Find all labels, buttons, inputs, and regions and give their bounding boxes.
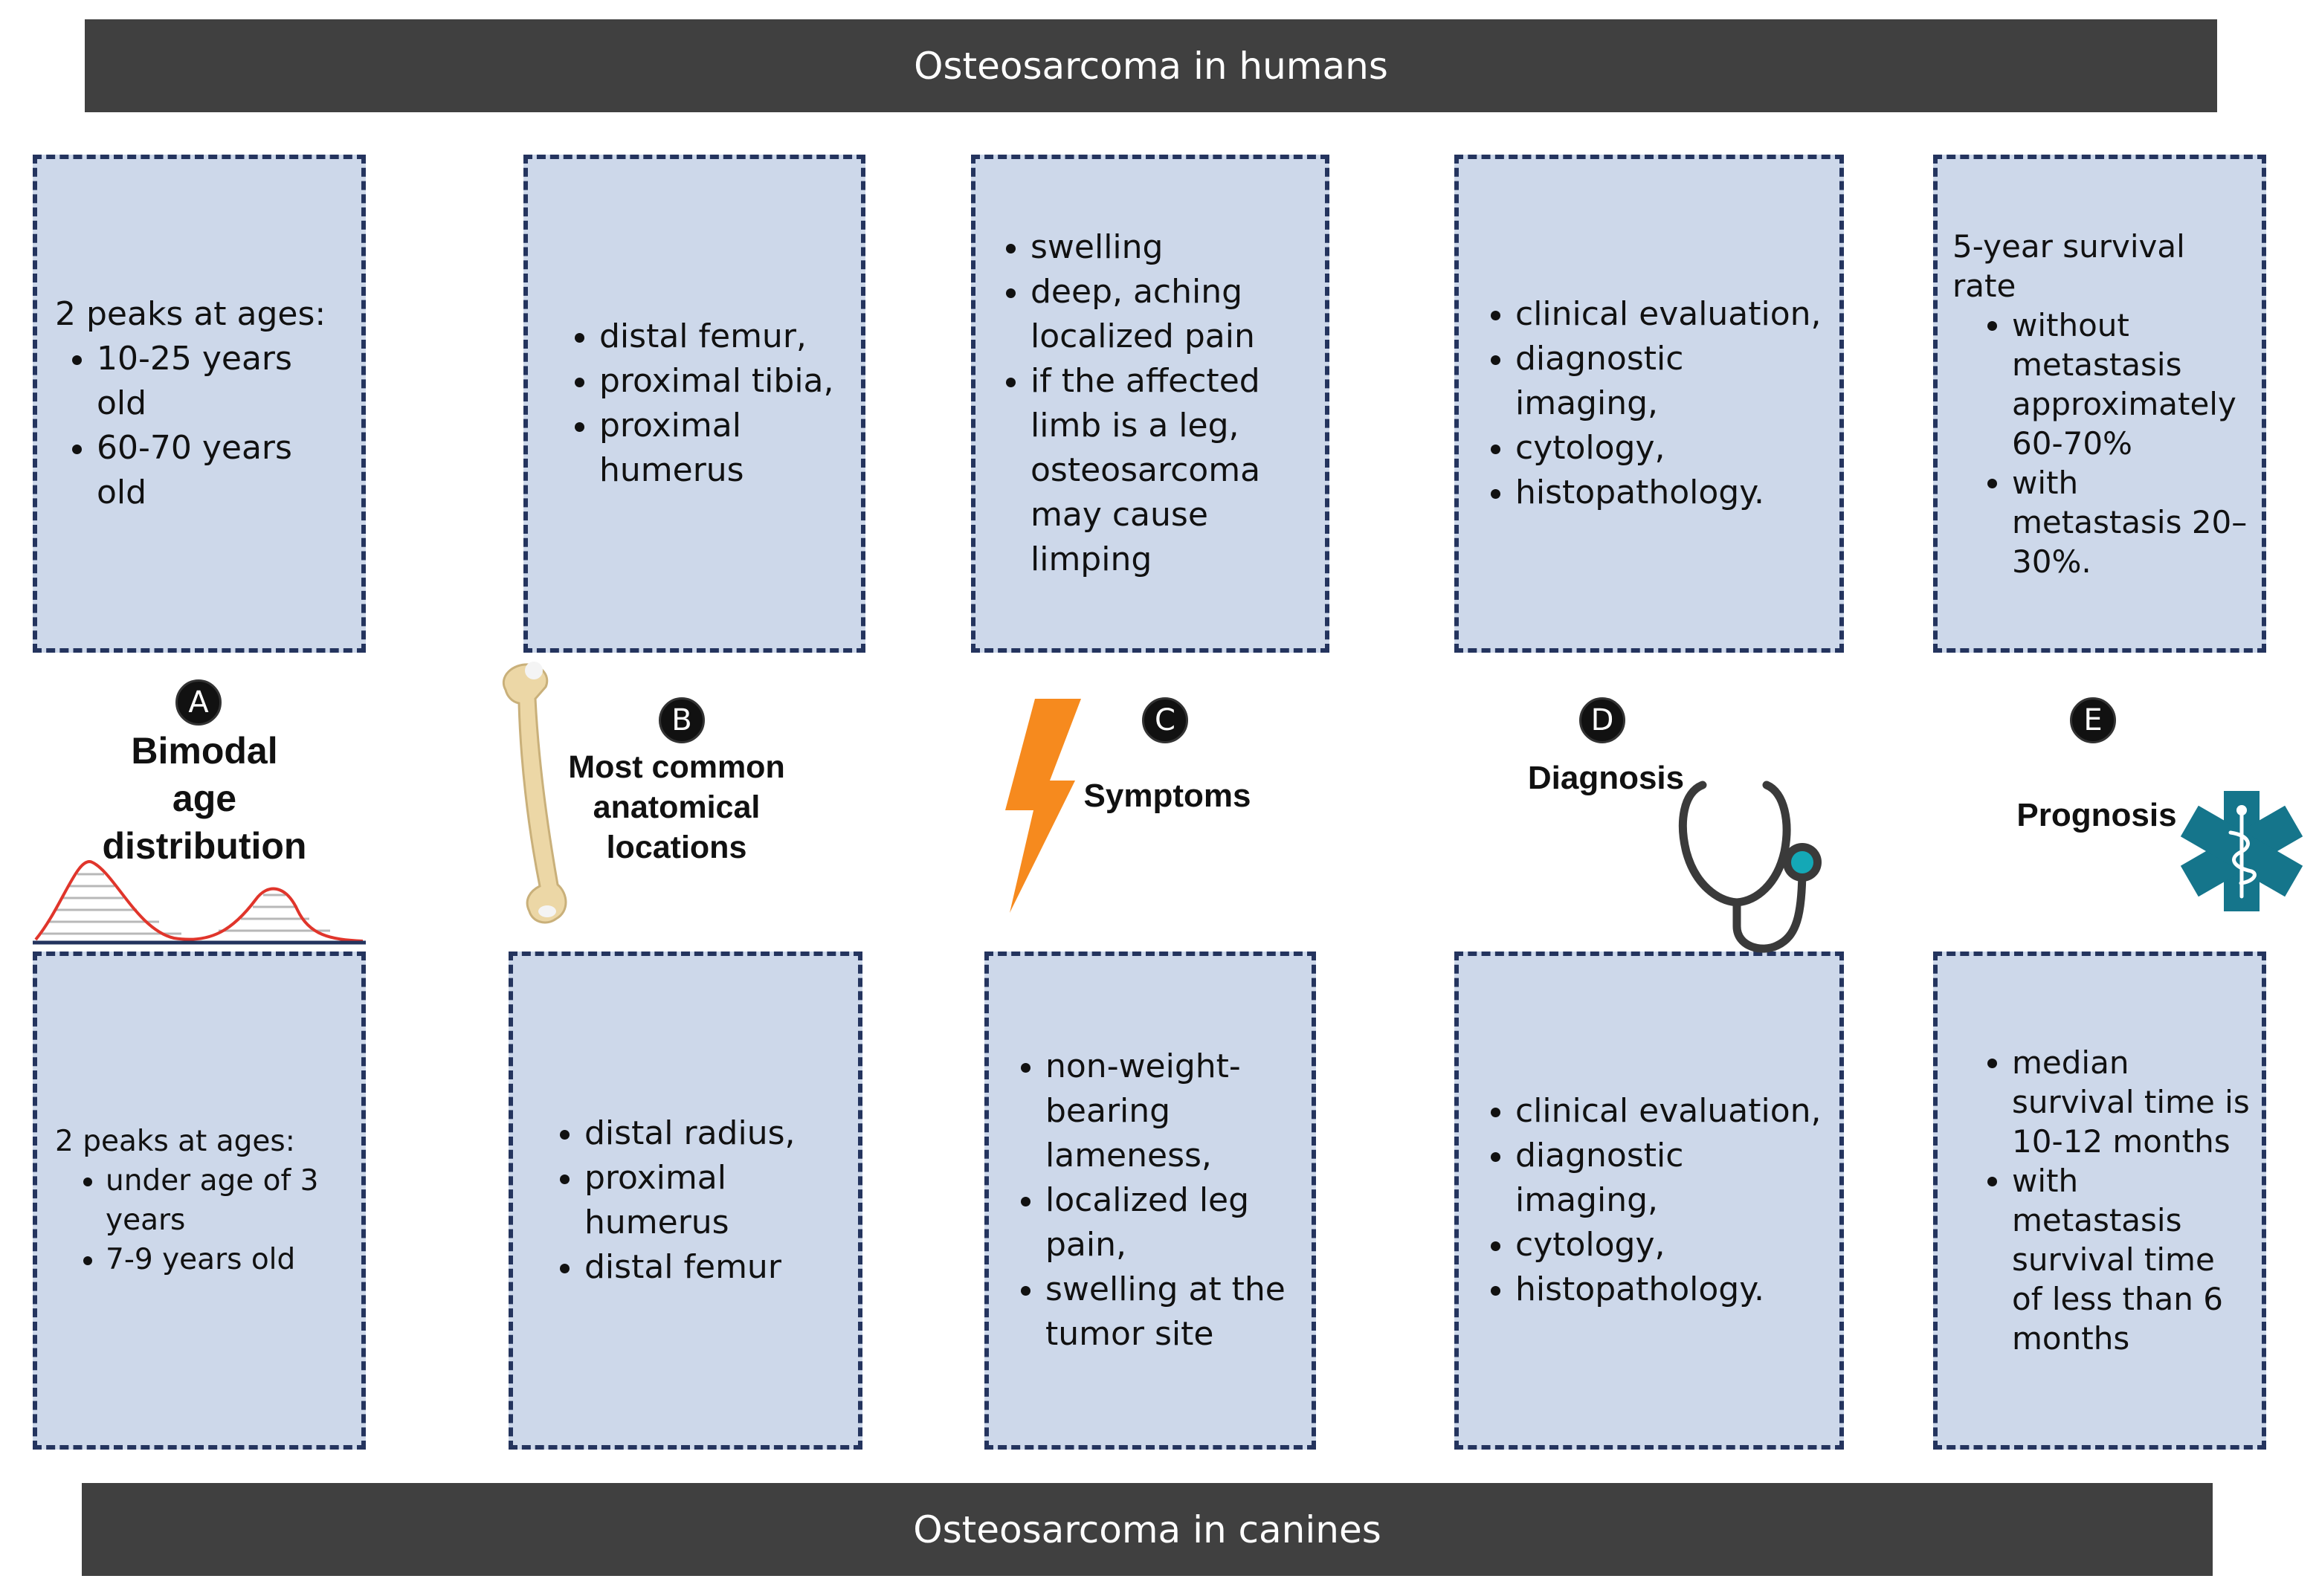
label-a: A: [175, 679, 222, 726]
bimodal-curve-icon: [33, 860, 366, 945]
human-location-list: distal femur, proximal tibia, proximal h…: [558, 314, 843, 493]
list-item: without metastasis approximately 60-70%: [2012, 306, 2254, 463]
list-item: swelling at the tumor site: [1045, 1267, 1294, 1357]
list-item: proximal humerus: [584, 1156, 840, 1245]
list-item: histopathology.: [1515, 471, 1822, 515]
human-age-box: 2 peaks at ages: 10-25 years old 60-70 y…: [33, 155, 366, 653]
human-age-list: 10-25 years old 60-70 years old: [55, 337, 344, 515]
human-prognosis-box: 5-year survival rate without metastasis …: [1933, 155, 2266, 653]
canine-age-lead: 2 peaks at ages:: [55, 1125, 295, 1158]
human-prognosis-list: without metastasis approximately 60-70% …: [1952, 306, 2254, 581]
list-item: swelling: [1031, 225, 1317, 270]
heading-line: Prognosis: [2016, 797, 2177, 833]
bottom-banner-title: Osteosarcoma in canines: [913, 1508, 1381, 1551]
human-diagnosis-box: clinical evaluation, diagnostic imaging,…: [1454, 155, 1844, 653]
list-item: cytology,: [1515, 426, 1822, 471]
heading-line: locations: [606, 830, 747, 865]
human-symptoms-list: swelling deep, aching localized pain if …: [989, 225, 1317, 582]
heading-line: anatomical: [593, 789, 761, 825]
canine-prognosis-list: median survival time is 10-12 months wit…: [1952, 1043, 2254, 1358]
list-item: histopathology.: [1515, 1267, 1822, 1312]
canine-prognosis-box: median survival time is 10-12 months wit…: [1933, 952, 2266, 1450]
canine-age-list: under age of 3 years 7-9 years old: [55, 1161, 344, 1279]
list-item: 10-25 years old: [97, 337, 344, 426]
list-item: clinical evaluation,: [1515, 292, 1822, 337]
heading-prognosis: Prognosis: [2000, 795, 2193, 836]
human-prognosis-lead: 5-year survival rate: [1952, 227, 2185, 304]
heading-anatomical-locations: Most common anatomical locations: [543, 747, 810, 868]
list-item: 60-70 years old: [97, 426, 344, 515]
canine-diagnosis-box: clinical evaluation, diagnostic imaging,…: [1454, 952, 1844, 1450]
list-item: cytology,: [1515, 1223, 1822, 1267]
list-item: with metastasis 20–30%.: [2012, 463, 2254, 581]
heading-line: Most common: [568, 749, 785, 785]
heading-line: Diagnosis: [1527, 760, 1685, 796]
list-item: under age of 3 years: [106, 1161, 344, 1240]
star-of-life-icon: [2180, 791, 2303, 911]
list-item: localized leg pain,: [1045, 1178, 1294, 1267]
label-b: B: [659, 697, 705, 743]
list-item: median survival time is 10-12 months: [2012, 1043, 2254, 1161]
heading-line: Bimodal: [131, 730, 278, 772]
femur-bone-icon: [502, 662, 567, 924]
list-item: if the affected limb is a leg, osteosarc…: [1031, 359, 1317, 582]
list-item: non-weight-bearing lameness,: [1045, 1044, 1294, 1178]
list-item: 7-9 years old: [106, 1240, 344, 1279]
list-item: proximal tibia,: [599, 359, 843, 404]
heading-line: distribution: [102, 825, 307, 867]
lightning-bolt-icon: [1005, 699, 1081, 913]
list-item: distal radius,: [584, 1111, 840, 1156]
list-item: distal femur,: [599, 314, 843, 359]
human-symptoms-box: swelling deep, aching localized pain if …: [971, 155, 1329, 653]
list-item: diagnostic imaging,: [1515, 1134, 1822, 1223]
canine-symptoms-box: non-weight-bearing lameness, localized l…: [984, 952, 1316, 1450]
list-item: distal femur: [584, 1245, 840, 1290]
list-item: deep, aching localized pain: [1031, 270, 1317, 359]
human-diagnosis-list: clinical evaluation, diagnostic imaging,…: [1474, 292, 1822, 515]
top-banner: Osteosarcoma in humans: [85, 19, 2217, 112]
label-c: C: [1142, 697, 1188, 743]
heading-age-distribution: Bimodal age distribution: [45, 727, 364, 870]
label-d: D: [1579, 697, 1625, 743]
human-age-lead: 2 peaks at ages:: [55, 295, 326, 333]
bottom-banner: Osteosarcoma in canines: [82, 1483, 2213, 1576]
list-item: clinical evaluation,: [1515, 1089, 1822, 1134]
heading-line: age: [172, 778, 237, 819]
human-location-box: distal femur, proximal tibia, proximal h…: [523, 155, 865, 653]
canine-location-box: distal radius, proximal humerus distal f…: [509, 952, 862, 1450]
top-banner-title: Osteosarcoma in humans: [914, 44, 1388, 88]
label-e: E: [2070, 697, 2116, 743]
stethoscope-icon: [1678, 781, 1822, 953]
heading-symptoms: Symptoms: [1071, 776, 1264, 816]
canine-diagnosis-list: clinical evaluation, diagnostic imaging,…: [1474, 1089, 1822, 1312]
canine-age-box: 2 peaks at ages: under age of 3 years 7-…: [33, 952, 366, 1450]
canine-location-list: distal radius, proximal humerus distal f…: [543, 1111, 840, 1290]
list-item: proximal humerus: [599, 404, 843, 493]
list-item: with metastasis survival time of less th…: [2012, 1161, 2254, 1358]
canine-symptoms-list: non-weight-bearing lameness, localized l…: [1004, 1044, 1294, 1357]
heading-line: Symptoms: [1083, 778, 1251, 814]
heading-diagnosis: Diagnosis: [1509, 758, 1703, 798]
list-item: diagnostic imaging,: [1515, 337, 1822, 426]
